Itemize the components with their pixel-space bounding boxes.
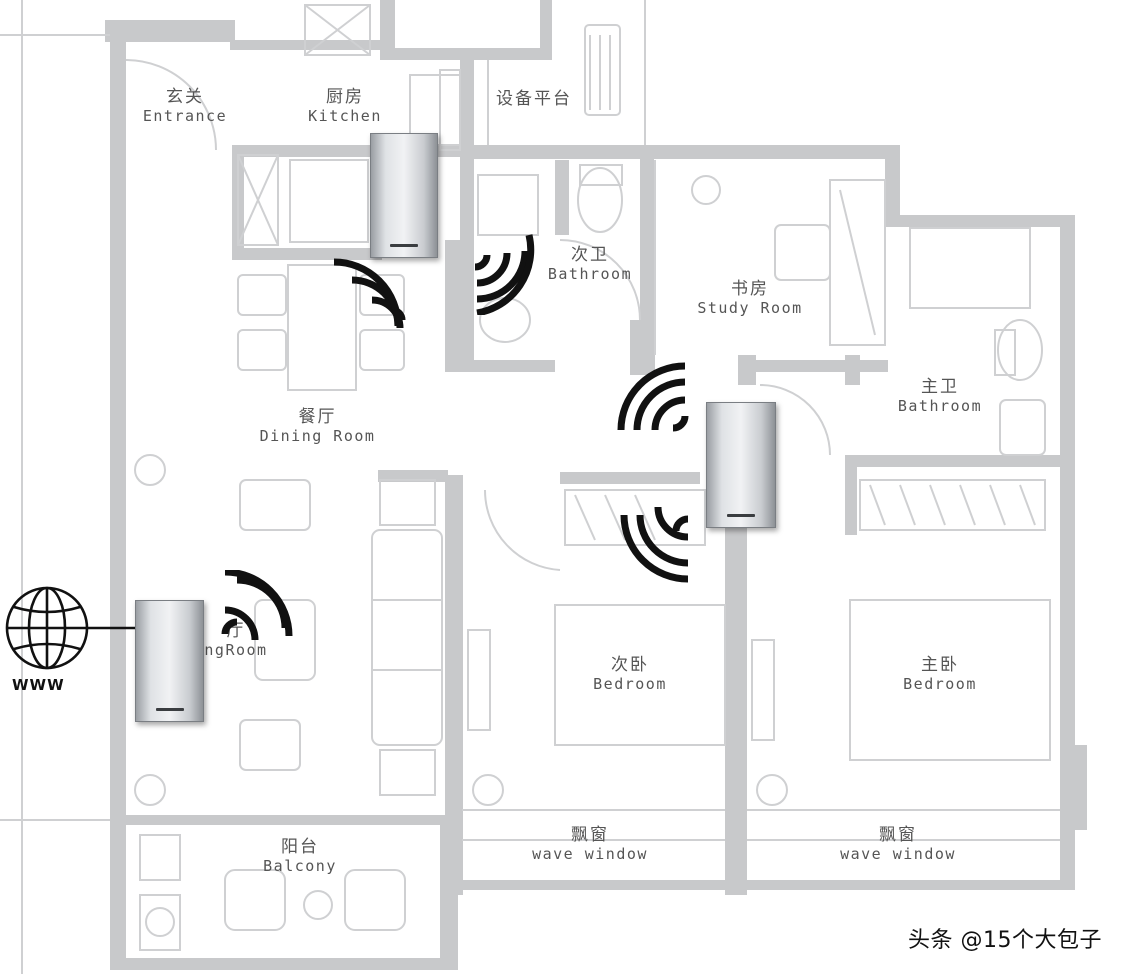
room-name-cn: 阳台 (281, 837, 319, 857)
wifi-signal-icon (221, 570, 293, 641)
room-name-en: Dining Room (259, 426, 376, 445)
globe-icon (5, 586, 135, 670)
router-led (727, 514, 755, 517)
room-label-balcony: 阳台 Balcony (250, 837, 350, 875)
wall-kitchen-top (230, 40, 390, 50)
wifi-signal-icon (617, 362, 689, 432)
router-living-room (135, 600, 204, 722)
wall-bath-bottom (445, 360, 555, 372)
room-label-equipment-platform: 设备平台 (484, 89, 584, 110)
room-label-entrance: 玄关 Entrance (135, 87, 235, 125)
room-name-cn: 厨房 (326, 87, 364, 107)
room-label-wave-window-right: 飘窗 wave window (828, 825, 968, 863)
wifi-signal-icon (474, 234, 535, 315)
wall-bath-top (470, 145, 900, 159)
wall-study-bottom (738, 360, 888, 372)
room-label-master-bathroom: 主卫 Bathroom (885, 377, 995, 415)
wall-entrance-top (105, 20, 235, 42)
wall-study-east-top (885, 145, 900, 220)
wall-bath-study (640, 145, 654, 355)
router-led (155, 708, 184, 711)
wall-west (110, 20, 126, 970)
room-label-bathroom2: 次卫 Bathroom (535, 245, 645, 283)
wifi-signal-icon (620, 506, 689, 583)
room-name-cn: 主卧 (921, 655, 959, 675)
room-label-study: 书房 Study Room (685, 279, 815, 317)
router-led (390, 244, 418, 247)
room-name-en: ngRoom (204, 640, 268, 659)
room-name-en: wave window (840, 844, 956, 863)
room-name-en: Entrance (142, 106, 228, 125)
room-name-cn: 次卫 (571, 245, 609, 265)
room-name-en: Balcony (263, 856, 337, 875)
room-name-en: Study Room (697, 298, 803, 317)
room-label-master-bedroom: 主卧 Bedroom (890, 655, 990, 693)
wall-bath-west (445, 240, 470, 365)
wall-master-top (845, 455, 1065, 467)
wall-balcony-east (440, 815, 458, 970)
watermark: 头条 @15个大包子 (908, 928, 1102, 953)
room-name-en: wave window (532, 844, 648, 863)
room-name-en: Bedroom (903, 674, 977, 693)
wall-bedroom2-west (445, 475, 463, 895)
room-name-en: Bathroom (897, 396, 983, 415)
room-label-dining: 餐厅 Dining Room (245, 407, 390, 445)
wall-study-stub (738, 355, 756, 385)
room-name-cn: 餐厅 (298, 407, 337, 427)
wall-bath-study-lower (630, 320, 655, 375)
wall-bath-mid (555, 160, 569, 235)
router-hallway (706, 402, 776, 528)
wall-bedroom-divider (725, 460, 747, 895)
room-label-kitchen: 厨房 Kitchen (295, 87, 395, 125)
room-label-bedroom2: 次卧 Bedroom (580, 655, 680, 693)
room-name-en: Kitchen (308, 106, 382, 125)
wall-masterbath-top (885, 215, 1075, 227)
room-name-cn: 玄关 (166, 87, 204, 107)
wall-top-stub2 (540, 0, 552, 60)
room-name-cn: 飘窗 (879, 825, 917, 845)
wall-south (455, 880, 1075, 890)
wall-top-box (380, 48, 550, 60)
room-name-cn: 次卧 (611, 655, 649, 675)
router-kitchen (370, 133, 438, 258)
wifi-signal-icon (333, 258, 406, 329)
wall-kitchen-lower (232, 248, 382, 260)
room-name-cn: 飘窗 (571, 825, 609, 845)
room-name-cn: 设备平台 (496, 89, 572, 109)
internet-label: WWW (12, 676, 65, 694)
room-name-en: Bathroom (547, 264, 633, 283)
wall-master-closet (845, 455, 857, 535)
wall-bedroom2-top (560, 472, 700, 484)
wall-balcony-top (118, 815, 458, 825)
wall-east-pillar (1065, 745, 1087, 830)
room-name-en: Bedroom (593, 674, 667, 693)
wall-south-balcony (110, 958, 455, 970)
room-name-cn: 主卫 (921, 377, 959, 397)
room-name-cn: 书房 (731, 279, 769, 299)
wall-study-stub2 (845, 355, 860, 385)
room-label-wave-window-left: 飘窗 wave window (520, 825, 660, 863)
wall-east (1060, 215, 1075, 885)
